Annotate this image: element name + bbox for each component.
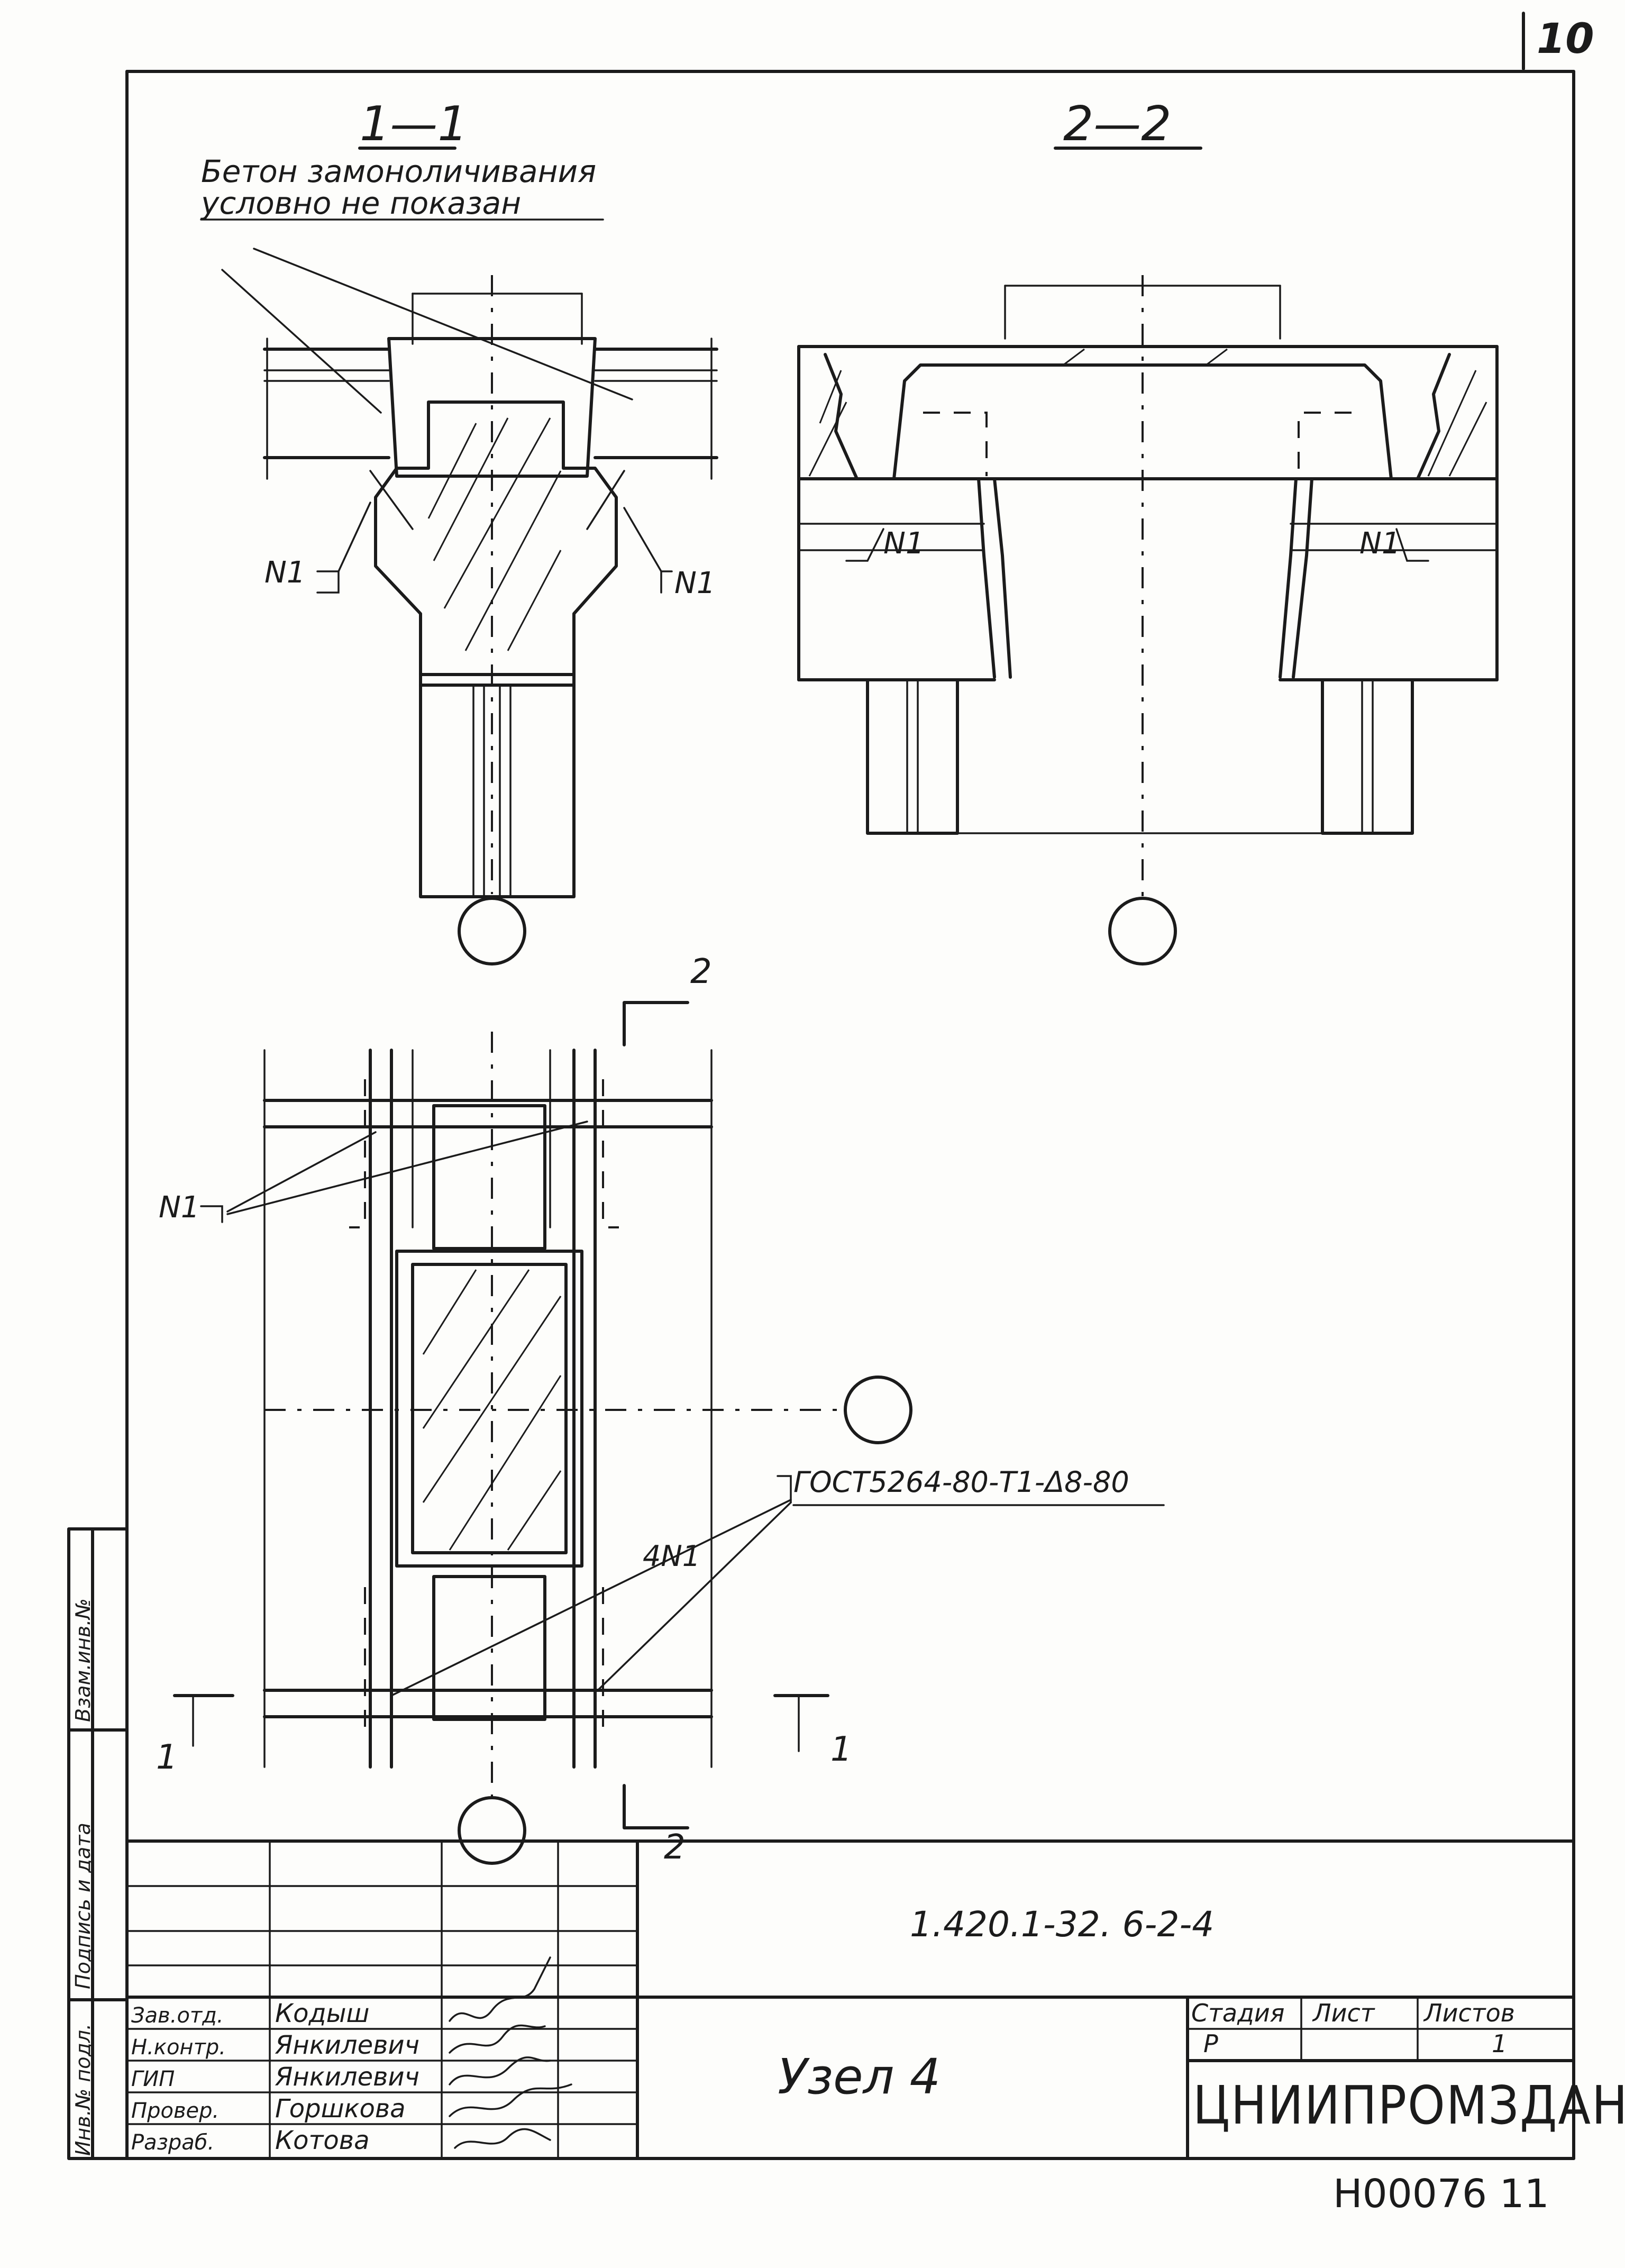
- side-inv-repl: Взам.инв.№: [71, 1598, 95, 1722]
- signatures: [449, 1956, 572, 2149]
- plan-n1-callout: N1: [159, 1190, 200, 1225]
- side-inv-orig: Инв.№ подл.: [71, 2023, 95, 2156]
- title-block-lines: [125, 1839, 1575, 2160]
- role-label: ГИП: [131, 2067, 175, 2091]
- section-1-1-view: [200, 147, 718, 966]
- role-label: Провер.: [131, 2099, 220, 2123]
- role-name: Янкилевич: [275, 2030, 419, 2060]
- stage-value: Р: [1203, 2029, 1218, 2058]
- plan-cut-mark-bottom: 2: [664, 1828, 686, 1867]
- sheets-value: 1: [1492, 2029, 1508, 2058]
- role-name: Кодыш: [275, 1999, 370, 2028]
- section-2-2-left-callout: N1: [883, 526, 925, 561]
- plan-cut-mark-right: 1: [830, 1730, 852, 1769]
- section-1-1-note-line1: Бетон замоноличивания: [201, 153, 597, 189]
- stage-header: Стадия: [1191, 1999, 1285, 2027]
- section-1-1-title: 1—1: [360, 96, 468, 152]
- plan-cut-mark-top: 2: [690, 952, 712, 991]
- organization-name: ЦНИИПРОМЗДАНИЙ: [1193, 2074, 1625, 2136]
- role-name: Янкилевич: [275, 2062, 419, 2092]
- section-2-2-view: [797, 147, 1499, 966]
- plan-cut-mark-left: 1: [156, 1738, 178, 1777]
- side-sign-date: Подпись и дата: [71, 1823, 95, 1989]
- plan-count-callout: 4N1: [643, 1540, 701, 1573]
- section-2-2-right-callout: N1: [1359, 526, 1401, 561]
- section-1-1-note-line2: условно не показан: [201, 185, 522, 221]
- side-stamp-strip: [67, 1527, 129, 2160]
- role-label: Н.контр.: [131, 2035, 226, 2060]
- page-number: 10: [1537, 15, 1594, 63]
- archive-number: Н00076 11: [1333, 2171, 1549, 2217]
- role-label: Зав.отд.: [131, 2003, 224, 2028]
- section-1-1-left-callout: N1: [264, 555, 306, 590]
- sheet-header: Лист: [1313, 1999, 1375, 2027]
- plan-weld-callout: ГОСТ5264-80-Т1-Δ8-80: [793, 1465, 1129, 1499]
- drawing-title: Узел 4: [778, 2048, 941, 2105]
- sheets-header: Листов: [1424, 1999, 1515, 2027]
- role-name: Горшкова: [275, 2094, 406, 2124]
- section-1-1-right-callout: N1: [674, 566, 716, 600]
- document-code: 1.420.1-32. 6-2-4: [910, 1904, 1215, 1945]
- role-label: Разраб.: [131, 2130, 215, 2155]
- section-2-2-title: 2—2: [1063, 96, 1172, 152]
- role-name: Котова: [275, 2126, 370, 2155]
- plan-view: [173, 1001, 1165, 1865]
